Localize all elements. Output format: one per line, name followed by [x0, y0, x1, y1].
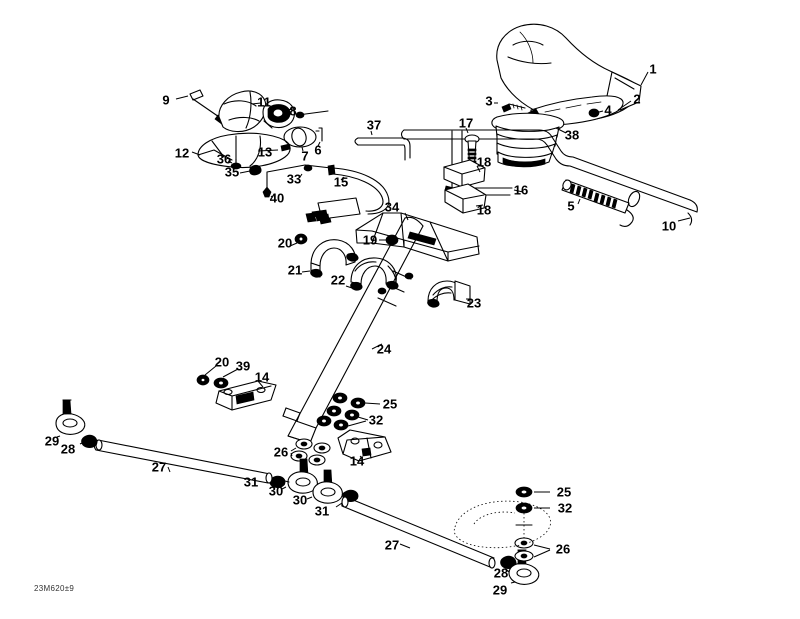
callout-22: 22: [330, 272, 346, 288]
callout-37: 37: [366, 117, 382, 133]
callout-4: 4: [604, 102, 612, 118]
callout-9: 9: [162, 92, 170, 108]
fastener-20b-39: [196, 365, 239, 389]
callout-8: 8: [289, 103, 297, 119]
handlebar-group: [400, 127, 698, 228]
cable-end-block: [305, 197, 361, 225]
callout-32: 32: [368, 412, 384, 428]
left-console-group: [175, 89, 329, 176]
callout-19: 19: [362, 232, 378, 248]
callout-18: 18: [476, 154, 492, 170]
callout-35: 35: [224, 164, 240, 180]
nut-20: [289, 233, 308, 247]
callout-27b: 27: [384, 537, 400, 553]
callout-12: 12: [174, 145, 190, 161]
callout-31: 31: [243, 474, 259, 490]
callout-15: 15: [333, 174, 349, 190]
lower-column-detail: [282, 407, 301, 422]
callout-33: 33: [286, 171, 302, 187]
callout-23: 23: [466, 295, 482, 311]
steering-arm-plate-14-lower: [337, 429, 392, 462]
handlebar-clamp-lower-18: [444, 183, 487, 214]
steering-boot-38: [491, 112, 567, 168]
cable-37: [354, 130, 411, 161]
callout-3: 3: [485, 93, 493, 109]
callout-1: 1: [649, 61, 657, 77]
callout-21: 21: [287, 262, 303, 278]
spring-clip-6: [315, 127, 323, 147]
handlebar-clamp-upper-18: [443, 159, 486, 188]
callout-11: 11: [257, 94, 271, 110]
callout-40: 40: [269, 190, 285, 206]
callout-14b: 14: [349, 453, 365, 469]
steering-arm-plate-14-upper: [215, 380, 277, 411]
callout-7: 7: [301, 148, 309, 164]
harness-group: [262, 164, 390, 225]
callout-38: 38: [564, 127, 580, 143]
callout-2: 2: [633, 91, 641, 107]
ball-joint-end-29a: [55, 399, 86, 435]
callout-31b: 31: [314, 503, 330, 519]
throttle-block-8: [262, 99, 329, 129]
callout-5: 5: [567, 198, 575, 214]
callout-26: 26: [273, 444, 289, 460]
nut-4: [588, 108, 600, 118]
callout-29b: 29: [492, 582, 508, 598]
fastener-stack-right: [453, 486, 551, 562]
tie-rod-left-27: [55, 399, 273, 484]
washer-ring-7: [283, 126, 317, 152]
callout-6: 6: [314, 142, 322, 158]
callout-13: 13: [257, 144, 273, 160]
grommet-35: [239, 164, 262, 176]
callout-17: 17: [458, 115, 474, 131]
callout-28b: 28: [493, 565, 509, 581]
screw-36: [227, 158, 242, 170]
ball-joint-30b: [306, 469, 359, 508]
callout-24: 24: [376, 341, 392, 357]
ball-joints-centre: [269, 458, 359, 508]
diagram-footer-code: 23M620±9: [34, 584, 75, 593]
grip-heater-5: [561, 179, 634, 228]
callout-27: 27: [151, 459, 167, 475]
clamps-group: [289, 233, 471, 308]
connector-40: [262, 186, 273, 198]
callout-36: 36: [216, 151, 232, 167]
callout-14: 14: [254, 369, 270, 385]
callout-25b: 25: [556, 484, 572, 500]
callout-26b: 26: [555, 541, 571, 557]
callout-30: 30: [268, 483, 284, 499]
seat-assembly-group: [494, 23, 649, 126]
steering-column-24: [287, 216, 424, 444]
screw-3: [501, 103, 526, 113]
callout-10: 10: [661, 218, 677, 234]
rivet-13: [257, 143, 291, 152]
ball-joint-end-29b: [508, 549, 540, 585]
callout-32b: 32: [557, 500, 573, 516]
callout-29: 29: [44, 433, 60, 449]
pivot-rod-9: [175, 89, 227, 126]
callout-39: 39: [235, 358, 251, 374]
callout-16: 16: [513, 182, 529, 198]
callout-30b: 30: [292, 492, 308, 508]
lower-support-bracket-23: [427, 280, 471, 308]
callout-25: 25: [382, 396, 398, 412]
column-half-clamp-22: [345, 257, 399, 291]
callout-20b: 20: [214, 354, 230, 370]
tie-rod-right-27b: [341, 496, 540, 585]
ball-joint-30a: [269, 458, 318, 494]
callout-34: 34: [384, 199, 400, 215]
washers-26-centre: [290, 438, 331, 466]
fastener-stack-centre: [316, 392, 381, 431]
callout-18b: 18: [476, 202, 492, 218]
callout-28: 28: [60, 441, 76, 457]
support-bracket-21: [301, 239, 359, 278]
callout-20: 20: [277, 235, 293, 251]
